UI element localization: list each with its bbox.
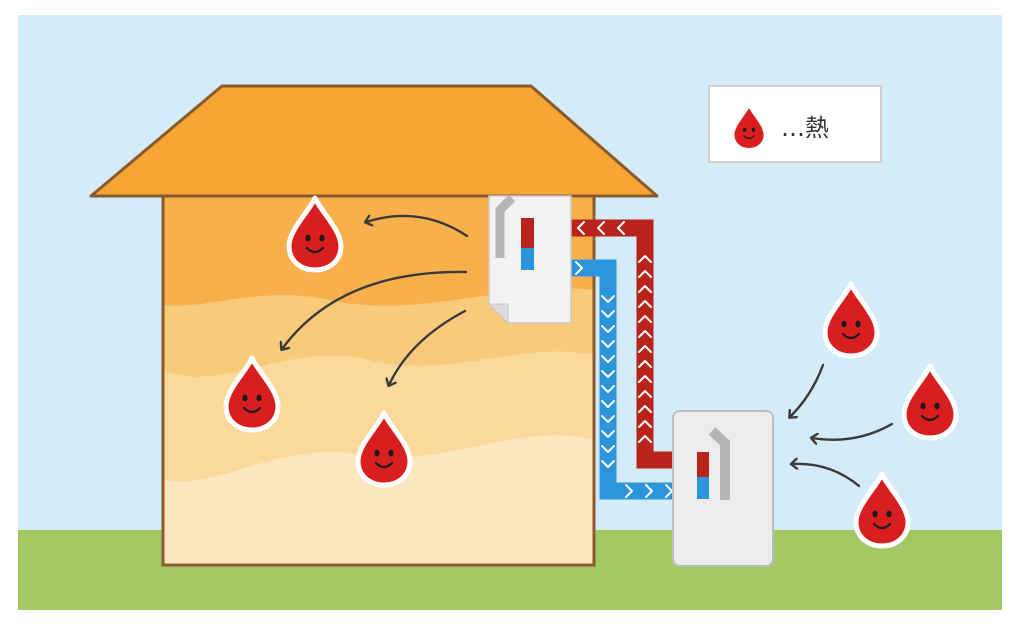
indoor-heat-arrows <box>282 216 469 385</box>
flow-chevron <box>601 355 615 363</box>
outdoor-unit-cold-port <box>697 477 709 499</box>
flow-chevron <box>638 420 652 428</box>
outdoor-heat-arrow <box>792 464 861 488</box>
flow-chevron <box>638 435 652 443</box>
flow-chevron <box>601 430 615 438</box>
flow-chevron <box>597 221 605 235</box>
flow-chevron <box>625 484 633 498</box>
flow-chevron <box>638 360 652 368</box>
indoor-heat-arrow <box>366 216 469 238</box>
flow-chevron <box>601 340 615 348</box>
flow-chevron <box>601 325 615 333</box>
flow-chevron <box>645 484 653 498</box>
flow-chevron <box>638 255 652 263</box>
flow-chevron <box>638 270 652 278</box>
outdoor-heat-arrows <box>790 363 894 488</box>
flow-chevron <box>638 300 652 308</box>
house-wall-outline <box>161 196 596 567</box>
flow-chevron <box>638 285 652 293</box>
indoor-heat-arrow <box>389 309 467 385</box>
flow-chevron <box>638 375 652 383</box>
flow-chevron <box>577 221 585 235</box>
legend-label: …熱 <box>781 114 829 142</box>
outdoor-unit <box>672 410 774 567</box>
flow-chevron <box>601 310 615 318</box>
flow-chevron <box>601 445 615 453</box>
flow-chevron <box>601 460 615 468</box>
indoor-unit-vent <box>495 194 516 258</box>
indoor-unit-hot-port <box>521 218 534 248</box>
outdoor-heat-arrow <box>790 363 825 417</box>
outdoor-unit-vent <box>708 427 730 500</box>
house <box>89 84 659 567</box>
flow-chevron <box>638 405 652 413</box>
indoor-unit <box>487 194 572 325</box>
flow-chevron <box>601 295 615 303</box>
outdoor-unit-hot-port <box>697 452 709 477</box>
house-roof <box>89 84 659 198</box>
flow-chevron <box>617 221 625 235</box>
flow-chevron <box>638 330 652 338</box>
flow-chevron <box>601 415 615 423</box>
flow-chevron <box>638 345 652 353</box>
indoor-unit-cold-port <box>521 248 534 270</box>
flow-chevron <box>601 370 615 378</box>
flow-chevron <box>575 261 583 275</box>
indoor-heat-arrow <box>282 270 468 349</box>
flow-chevron <box>638 315 652 323</box>
outdoor-heat-arrow <box>812 422 894 440</box>
flow-chevron <box>638 390 652 398</box>
flow-chevron <box>601 385 615 393</box>
legend: …熱 <box>708 85 882 163</box>
flow-chevron <box>601 400 615 408</box>
